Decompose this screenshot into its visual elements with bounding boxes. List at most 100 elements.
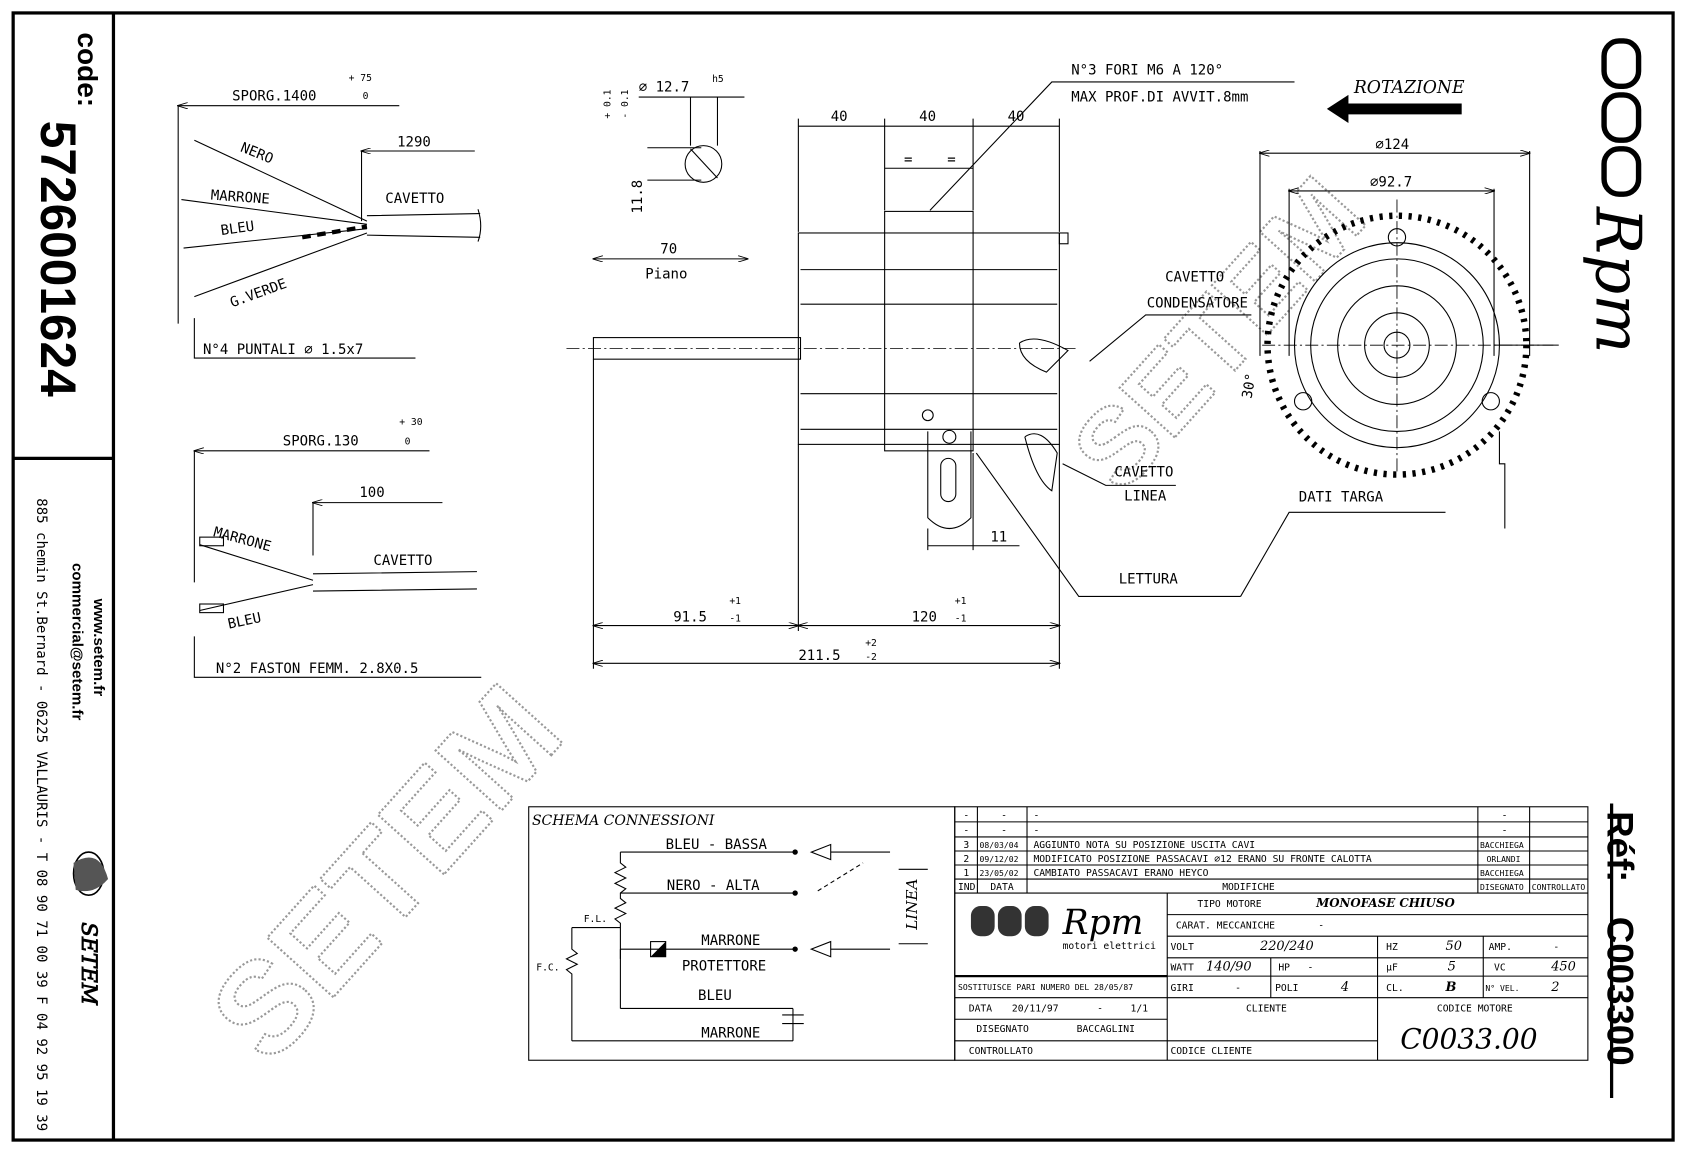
header-checked: CONTROLLATO — [1532, 882, 1586, 892]
drawing-text: - — [963, 826, 969, 837]
amp-value: - — [1553, 942, 1559, 953]
uf-value: 5 — [1448, 960, 1456, 975]
dim-label: 11 — [990, 529, 1007, 545]
drawing-text: μF — [1386, 963, 1398, 974]
dim-label: 40 — [1008, 109, 1025, 125]
motor-type-label: TIPO MOTORE — [1197, 899, 1261, 910]
dim-tol: +1 — [729, 596, 741, 607]
dim-tol: -1 — [955, 613, 967, 624]
dim-label: 211.5 — [798, 648, 840, 664]
wire-label: BLEU - BASSA — [666, 837, 768, 853]
hz-value: 50 — [1446, 939, 1462, 954]
dim-label: 100 — [359, 485, 384, 501]
vel-value: 2 — [1550, 980, 1559, 995]
dim-label: 91.5 — [673, 609, 707, 625]
drawing-text: POLI — [1275, 983, 1298, 994]
dim-tol: + 75 — [349, 73, 372, 84]
component-label: F.C. — [536, 963, 559, 974]
linea-label: LINEA — [903, 879, 921, 931]
drawing-text: BACCHIEGA — [1480, 868, 1524, 878]
wire-label: BLEU — [698, 988, 732, 1004]
drawing-text: - — [1502, 811, 1508, 822]
brand-rpm: Rpm — [1582, 206, 1655, 353]
drawing-text: HP — [1278, 963, 1290, 974]
watermark: SETEM — [1049, 154, 1388, 511]
rpm-logo-icon — [970, 906, 1049, 937]
replaces-note: SOSTITUISCE PARI NUMERO DEL 28/05/87 — [958, 982, 1133, 992]
nameplate-label: DATI TARGA — [1299, 490, 1384, 506]
drawing-text: N° VEL. — [1485, 983, 1519, 993]
motor-front-view: ROTAZIONE ⌀124 ⌀92.7 30° DATI TARGA — [1240, 78, 1559, 597]
connection-schematic: SCHEMA CONNESSIONI BLEU - BASSA NERO - A… — [528, 806, 956, 1061]
revision-row: ---- — [963, 826, 1507, 837]
hp-value: - — [1307, 963, 1313, 974]
header-ind: IND — [958, 882, 976, 893]
drawing-text: ORLANDI — [1486, 854, 1520, 864]
dim-tol: + 30 — [399, 417, 422, 428]
drawing-text: CAMBIATO PASSACAVI ERANO HEYCO — [1033, 868, 1208, 879]
drawing-border — [11, 11, 1675, 1142]
wire-label: PROTETTORE — [682, 959, 766, 975]
drawing-text: - — [1001, 826, 1007, 837]
dim-tol: 0 — [363, 91, 369, 102]
wire-label: BLEU — [220, 219, 256, 240]
dim-label: ⌀124 — [1375, 137, 1409, 153]
drawing-text: - — [963, 811, 969, 822]
dim-label: 40 — [919, 109, 936, 125]
poli-value: 4 — [1340, 980, 1349, 995]
cl-value: B — [1445, 980, 1457, 995]
holes-note: N°3 FORI M6 A 120° — [1071, 62, 1223, 78]
drawing-text: - — [1033, 811, 1039, 822]
client-code-label: CODICE CLIENTE — [1170, 1046, 1252, 1057]
plane-label: Piano — [645, 266, 687, 282]
rpm-logo-icon — [1601, 38, 1642, 197]
wire-label: MARRONE — [210, 188, 270, 208]
holes-note: MAX PROF.DI AVVIT.8mm — [1071, 89, 1248, 105]
dim-label: SPORG.1400 — [232, 88, 316, 104]
left-strip: code: 5726001624 www.setem.fr commercial… — [30, 32, 109, 1131]
drawing-text: DISEGNATO — [976, 1024, 1029, 1035]
mech-label: CARAT. MECCANICHE — [1176, 921, 1275, 932]
drawing-text: 08/03/04 — [980, 840, 1019, 850]
drawing-text: - — [1001, 811, 1007, 822]
right-strip: Rpm Réf: C003300 — [1582, 38, 1655, 1098]
rotation-label: ROTAZIONE — [1353, 78, 1465, 98]
dim-tol: - 0.1 — [620, 89, 631, 118]
mech-value: - — [1318, 921, 1324, 932]
dim-tol: 0 — [405, 436, 411, 447]
component-label: F.L. — [584, 914, 607, 925]
wire-label: MARRONE — [701, 1026, 760, 1042]
dim-label: 70 — [660, 241, 677, 257]
drawn-by: BACCAGLINI — [1077, 1024, 1135, 1035]
shaft-fit: h5 — [712, 74, 724, 85]
address: 885 chemin St.Bernard - 06225 VALLAURIS … — [33, 498, 49, 1131]
callout: LINEA — [1124, 488, 1167, 504]
wire-label: MARRONE — [701, 933, 760, 949]
drawing-text: CL. — [1386, 983, 1404, 994]
drawing-text: BACCHIEGA — [1480, 840, 1524, 850]
wire-label: MARRONE — [212, 524, 273, 555]
drawing-text: 09/12/02 — [980, 854, 1019, 864]
drawing-text: HZ — [1386, 942, 1398, 953]
dim-tol: -1 — [729, 613, 741, 624]
drawing-text: 1 — [963, 868, 969, 879]
ref-label: Réf: — [1599, 811, 1640, 882]
drawing-text: AGGIUNTO NOTA SU POSIZIONE USCITA CAVI — [1033, 840, 1255, 851]
drawing-text: GIRI — [1170, 983, 1193, 994]
client-label: CLIENTE — [1246, 1004, 1287, 1015]
drawing-text: AMP. — [1489, 942, 1512, 953]
code-value: 5726001624 — [30, 121, 86, 397]
drawing-text: - — [1033, 826, 1039, 837]
dim-label: ⌀92.7 — [1370, 175, 1412, 191]
drawing-text: DATA — [969, 1004, 992, 1015]
shaft-diameter: ⌀ 12.7 — [639, 80, 690, 96]
logo-subtitle: motori elettrici — [1063, 941, 1156, 952]
drawing-text: VOLT — [1170, 942, 1193, 953]
watermark: SETEM — [184, 659, 589, 1087]
motor-type: MONOFASE CHIUSO — [1315, 896, 1455, 910]
website: www.setem.fr — [90, 598, 107, 697]
